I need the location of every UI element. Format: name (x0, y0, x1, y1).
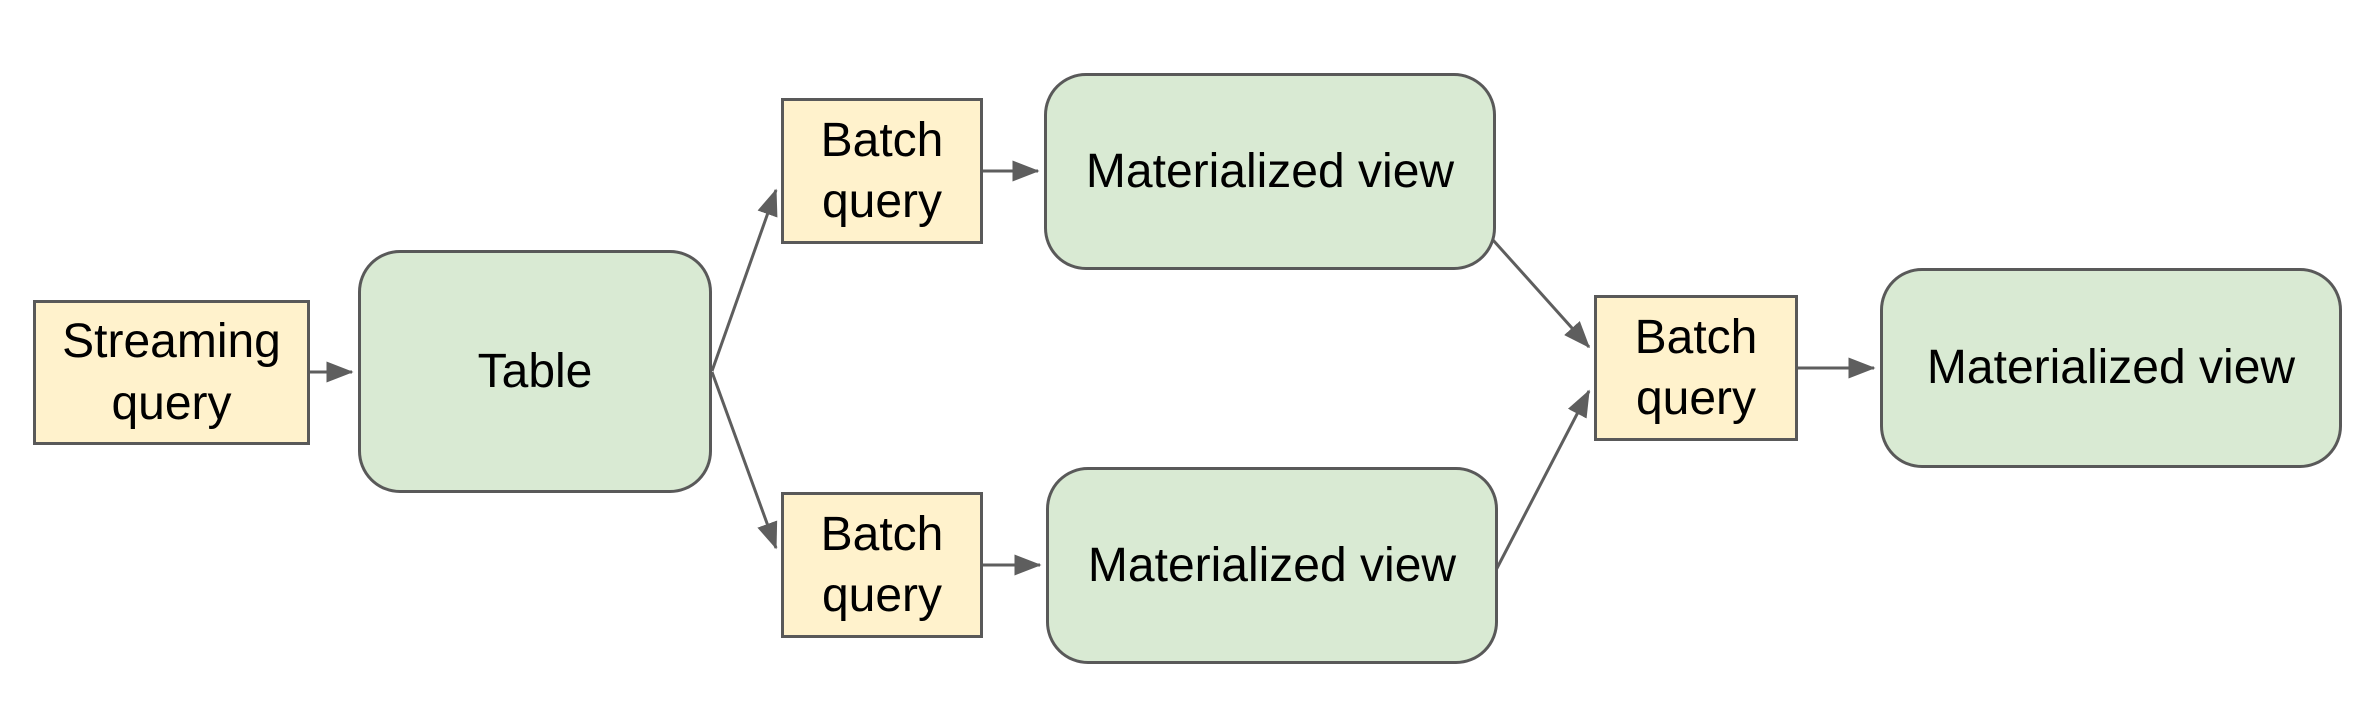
connector-table-to-batch-bottom (710, 371, 778, 550)
streaming-query-label: Streaming query (62, 315, 281, 430)
streaming-query-node[interactable]: Streaming query (33, 300, 310, 445)
materialized-view-bottom-label: Materialized view (1087, 538, 1457, 592)
connector-table-to-batch-top (710, 188, 778, 372)
batch-query-top-node[interactable]: Batch query (781, 98, 983, 244)
materialized-view-top-node[interactable]: Materialized view (1044, 73, 1496, 270)
batch-query-final-label: Batch query (1634, 310, 1758, 425)
materialized-view-bottom-node[interactable]: Materialized view (1046, 467, 1498, 664)
connector-mv-top-to-batch-final (1491, 238, 1591, 349)
batch-query-final-node[interactable]: Batch query (1594, 295, 1798, 441)
table-label: Table (477, 344, 593, 398)
materialized-view-final-node[interactable]: Materialized view (1880, 268, 2342, 468)
materialized-view-top-label: Materialized view (1085, 144, 1455, 198)
connector-mv-bottom-to-batch-final (1493, 389, 1591, 573)
materialized-view-final-label: Materialized view (1926, 341, 2296, 395)
batch-query-bottom-label: Batch query (820, 507, 944, 622)
table-node[interactable]: Table (358, 250, 712, 493)
batch-query-top-label: Batch query (820, 113, 944, 228)
batch-query-bottom-node[interactable]: Batch query (781, 492, 983, 638)
